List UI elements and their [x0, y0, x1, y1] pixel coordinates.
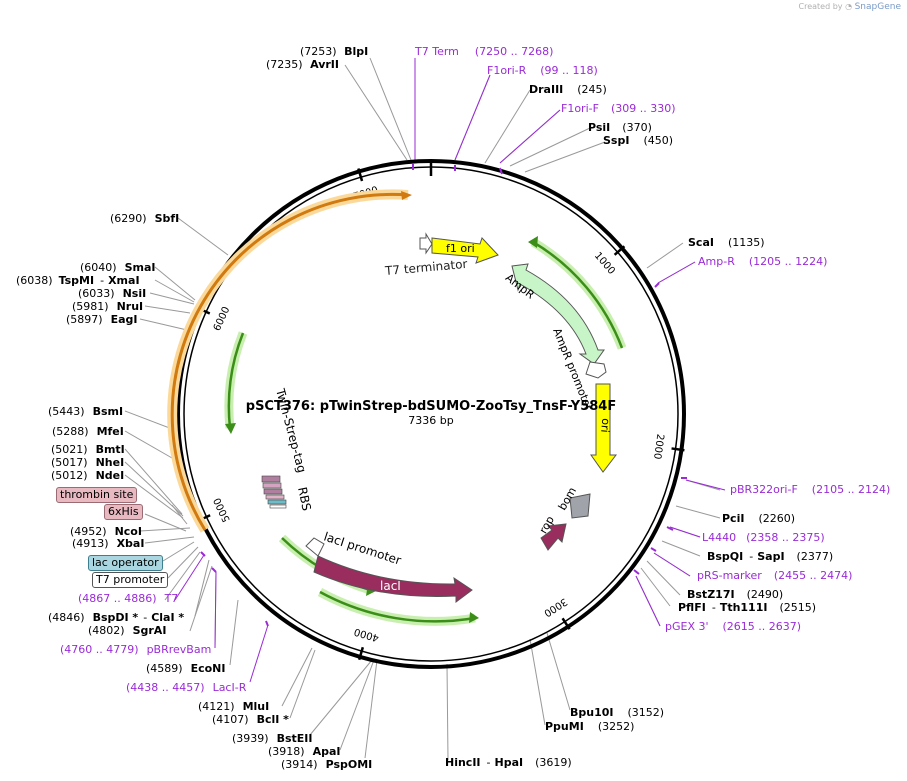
- svg-text:(5981)NruI: (5981)NruI: [72, 300, 143, 313]
- t7-terminator-arrow-icon: [419, 232, 433, 255]
- tick-mark-3000: [561, 617, 571, 630]
- tick-mark-1000: [613, 245, 626, 256]
- tick-label-2000: 2000: [651, 433, 665, 460]
- laci-promoter-arrow-icon: [305, 537, 325, 557]
- svg-text:(6290)SbfI: (6290)SbfI: [110, 212, 179, 225]
- svg-text:(4589)EcoNI: (4589)EcoNI: [146, 662, 225, 675]
- svg-text:(5443)BsmI: (5443)BsmI: [48, 405, 123, 418]
- svg-text:(4913)XbaI: (4913)XbaI: [72, 537, 144, 550]
- svg-text:(5288)MfeI: (5288)MfeI: [52, 425, 124, 438]
- svg-text:pRS-marker(2455 .. 2474): pRS-marker(2455 .. 2474): [697, 569, 852, 582]
- bom-feature: [569, 493, 591, 519]
- svg-text:SspI(450): SspI(450): [603, 134, 673, 147]
- svg-text:(5017)NheI: (5017)NheI: [51, 456, 124, 469]
- svg-text:PciI(2260): PciI(2260): [722, 512, 795, 525]
- plasmid-length: 7336 bp: [408, 414, 453, 427]
- svg-text:(4867 .. 4886)T7: (4867 .. 4886)T7: [78, 592, 178, 605]
- leader-lines: [124, 57, 721, 761]
- svg-text:T7 Term(7250 .. 7268): T7 Term(7250 .. 7268): [414, 45, 553, 58]
- tick-label-1000: 1000: [592, 250, 617, 276]
- backbone-outer: [176, 159, 686, 669]
- laci-promoter-label: lacI promoter: [322, 530, 403, 568]
- t7-promoter-badge: T7 promoter: [92, 572, 169, 588]
- svg-text:PsiI(370): PsiI(370): [588, 121, 652, 134]
- svg-text:Amp-R(1205 .. 1224): Amp-R(1205 .. 1224): [698, 255, 827, 268]
- primer-markers: [200, 164, 687, 627]
- orf-arc: [170, 192, 409, 531]
- svg-text:BspQI-SapI(2377): BspQI-SapI(2377): [707, 550, 833, 563]
- primer-leaders: [174, 58, 726, 683]
- watermark-brand: SnapGene: [854, 2, 901, 12]
- right-labels: ScaI(1135) Amp-R(1205 .. 1224) pBR322ori…: [665, 236, 890, 633]
- tick-mark-2000: [671, 447, 685, 452]
- left-labels: (6290)SbfI (6040)SmaI (6038)TspMI-XmaI (…: [16, 212, 372, 771]
- svg-text:(5021)BmtI: (5021)BmtI: [51, 443, 125, 456]
- rbs-label: RBS: [295, 486, 314, 512]
- svg-text:(3939)BstEII: (3939)BstEII: [232, 732, 312, 745]
- svg-text:Bpu10I(3152): Bpu10I(3152): [570, 706, 664, 719]
- svg-text:pBR322ori-F(2105 .. 2124): pBR322ori-F(2105 .. 2124): [730, 483, 890, 496]
- svg-text:(4846)BspDI *-ClaI *: (4846)BspDI *-ClaI *: [48, 611, 184, 624]
- laci-label: lacI: [380, 579, 401, 593]
- f1-ori-label: f1 ori: [446, 242, 475, 255]
- thrombin-site-badge: thrombin site: [56, 487, 138, 503]
- svg-text:(4760 .. 4779)pBRrevBam: (4760 .. 4779)pBRrevBam: [60, 643, 211, 656]
- f1-ori-feature: [431, 237, 499, 264]
- svg-text:F1ori-R(99 .. 118): F1ori-R(99 .. 118): [487, 64, 598, 77]
- snapgene-logo-icon: ◔: [845, 2, 853, 11]
- svg-text:(4121)MluI: (4121)MluI: [198, 700, 269, 713]
- svg-text:(6040)SmaI: (6040)SmaI: [80, 261, 155, 274]
- twin-strep-tag-feature: [261, 475, 287, 509]
- plasmid-title: pSCT376: pTwinStrep-bdSUMO-ZooTsy_TnsF-Y…: [246, 399, 616, 414]
- svg-text:(4802)SgrAI: (4802)SgrAI: [88, 624, 166, 637]
- snapgene-watermark: Created by ◔ SnapGene: [799, 2, 902, 12]
- svg-text:(3914)PspOMI: (3914)PspOMI: [281, 758, 372, 771]
- svg-text:(3918)ApaI: (3918)ApaI: [268, 745, 340, 758]
- svg-text:(4107)BclI *: (4107)BclI *: [212, 713, 289, 726]
- svg-text:BstZ17I(2490): BstZ17I(2490): [687, 588, 783, 601]
- his-tag-badge: 6xHis: [104, 504, 143, 520]
- svg-text:(4438 .. 4457)LacI-R: (4438 .. 4457)LacI-R: [126, 681, 247, 694]
- ampr-promoter-arrow-icon: [585, 361, 607, 379]
- svg-text:(6038)TspMI-XmaI: (6038)TspMI-XmaI: [16, 274, 140, 287]
- svg-text:pGEX 3'(2615 .. 2637): pGEX 3'(2615 .. 2637): [665, 620, 801, 633]
- t7-terminator-label: T7 terminator: [384, 257, 469, 278]
- tick-label-6000: 6000: [212, 305, 233, 333]
- tick-mark-7000: [357, 168, 364, 182]
- orf-glow: [167, 189, 409, 533]
- watermark-prefix: Created by: [798, 2, 843, 11]
- svg-text:(5897)EagI: (5897)EagI: [66, 313, 137, 326]
- svg-text:PflFI-Tth111I(2515): PflFI-Tth111I(2515): [678, 601, 816, 614]
- svg-text:F1ori-F(309 .. 330): F1ori-F(309 .. 330): [561, 102, 676, 115]
- svg-text:(7235) AvrII: (7235) AvrII: [266, 58, 339, 71]
- svg-text:L4440(2358 .. 2375): L4440(2358 .. 2375): [702, 531, 825, 544]
- svg-text:ScaI(1135): ScaI(1135): [688, 236, 765, 249]
- orf-arrowhead-icon: [401, 191, 412, 200]
- bottom-right-labels: Bpu10I(3152) PpuMI(3252) HincII-HpaI(361…: [445, 706, 664, 769]
- tick-mark-4000: [357, 646, 365, 661]
- laci-feature: [313, 555, 473, 603]
- svg-text:(6033)NsiI: (6033)NsiI: [78, 287, 146, 300]
- tick-label-3000: 3000: [542, 595, 569, 618]
- rop-feature: [540, 523, 567, 551]
- ori-feature: [590, 383, 618, 473]
- svg-text:(7253) BlpI: (7253) BlpI: [300, 45, 368, 58]
- lac-operator-badge: lac operator: [88, 555, 163, 571]
- svg-text:HincII-HpaI(3619): HincII-HpaI(3619): [445, 756, 572, 769]
- svg-text:DraIII(245): DraIII(245): [529, 83, 607, 96]
- tick-label-5000: 5000: [212, 496, 233, 524]
- svg-text:PpuMI(3252): PpuMI(3252): [545, 720, 634, 733]
- top-labels: (7253) BlpI (7235) AvrII T7 Term(7250 ..…: [266, 45, 676, 147]
- svg-text:(5012)NdeI: (5012)NdeI: [51, 469, 124, 482]
- svg-text:(4952)NcoI: (4952)NcoI: [70, 525, 142, 538]
- ori-label: ori: [598, 418, 612, 433]
- tick-label-4000: 4000: [353, 625, 381, 643]
